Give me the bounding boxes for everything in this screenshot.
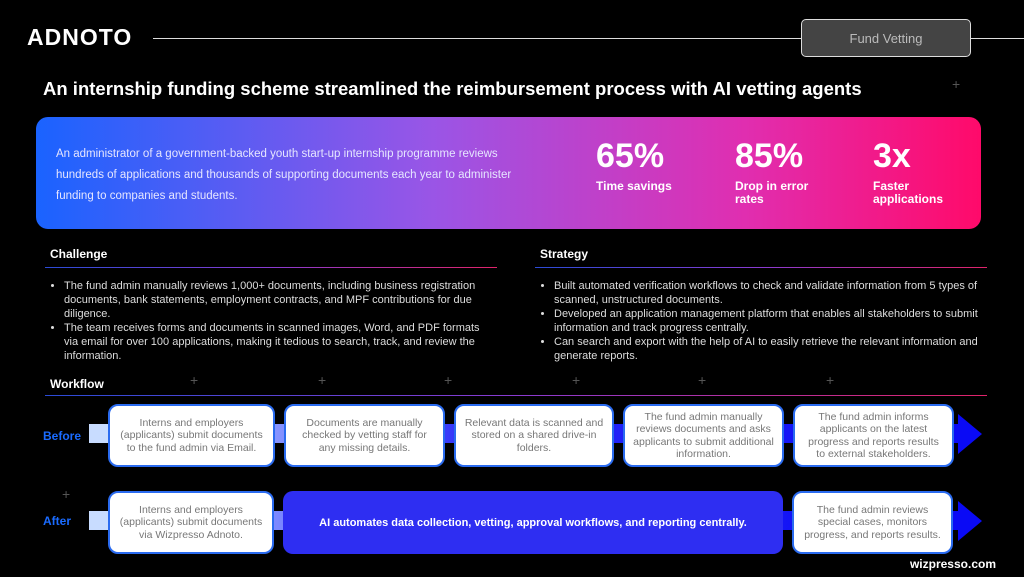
plus-decoration-icon: + — [62, 486, 71, 502]
before-step-2: Documents are manually checked by vettin… — [284, 404, 445, 467]
footer-website: wizpresso.com — [909, 557, 996, 571]
strategy-heading: Strategy — [540, 247, 589, 261]
list-item: The fund admin manually reviews 1,000+ d… — [64, 279, 488, 321]
after-step-1: Interns and employers (applicants) submi… — [108, 491, 274, 554]
plus-decoration-icon: + — [572, 372, 581, 388]
strategy-list: Built automated verification workflows t… — [538, 279, 978, 363]
header-divider — [153, 38, 1024, 39]
fund-vetting-tag: Fund Vetting — [801, 19, 971, 57]
after-label: After — [43, 514, 72, 528]
stat-time-savings: 65% Time savings — [596, 137, 672, 193]
summary-banner: An administrator of a government-backed … — [36, 117, 981, 229]
before-label: Before — [43, 429, 82, 443]
adnoto-logo: ADNOTO — [27, 24, 133, 50]
arrow-right-icon — [958, 414, 982, 454]
challenge-heading: Challenge — [50, 247, 108, 261]
list-item: The team receives forms and documents in… — [64, 321, 488, 363]
arrow-right-icon — [958, 501, 982, 541]
before-step-3: Relevant data is scanned and stored on a… — [454, 404, 614, 467]
strategy-divider — [535, 267, 987, 268]
after-step-ai-automation: AI automates data collection, vetting, a… — [283, 491, 783, 554]
plus-decoration-icon: + — [318, 372, 327, 388]
after-step-3: The fund admin reviews special cases, mo… — [792, 491, 953, 554]
before-step-1: Interns and employers (applicants) submi… — [108, 404, 275, 467]
list-item: Can search and export with the help of A… — [554, 335, 978, 363]
plus-decoration-icon: + — [826, 372, 835, 388]
plus-decoration-icon: + — [190, 372, 199, 388]
challenge-divider — [45, 267, 497, 268]
before-step-5: The fund admin informs applicants on the… — [793, 404, 954, 467]
list-item: Developed an application management plat… — [554, 307, 978, 335]
plus-decoration-icon: + — [698, 372, 707, 388]
plus-decoration-icon: + — [952, 76, 961, 92]
stat-faster-apps: 3x Faster applications — [873, 137, 944, 206]
list-item: Built automated verification workflows t… — [554, 279, 978, 307]
workflow-divider — [45, 395, 987, 396]
workflow-heading: Workflow — [50, 377, 104, 391]
stat-error-drop: 85% Drop in error rates — [735, 137, 809, 206]
plus-decoration-icon: + — [444, 372, 453, 388]
summary-description: An administrator of a government-backed … — [56, 148, 512, 202]
before-step-4: The fund admin manually reviews document… — [623, 404, 784, 467]
challenge-list: The fund admin manually reviews 1,000+ d… — [48, 279, 488, 363]
page-title: An internship funding scheme streamlined… — [43, 78, 862, 99]
